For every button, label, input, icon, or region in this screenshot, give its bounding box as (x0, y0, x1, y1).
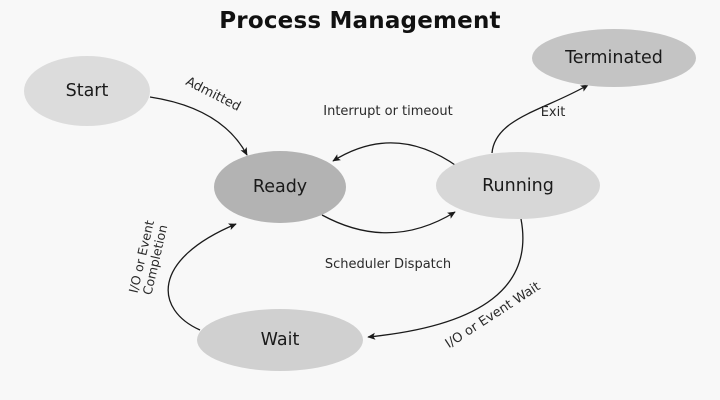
state-wait: Wait (197, 309, 363, 371)
arrow-interrupt-or-timeout (332, 142, 459, 168)
state-terminated-label: Terminated (565, 48, 663, 68)
state-start-label: Start (65, 81, 109, 101)
state-start: Start (24, 56, 150, 126)
arrow-io-or-event-completion (167, 223, 237, 331)
state-terminated: Terminated (532, 29, 696, 87)
state-wait-label: Wait (260, 330, 300, 350)
state-running-label: Running (482, 175, 554, 196)
diagram-title: Process Management (219, 8, 501, 34)
state-running: Running (436, 152, 600, 219)
state-ready: Ready (214, 151, 346, 223)
transition-label-interrupt-or-timeout: Interrupt or timeout (323, 104, 453, 119)
transition-label-scheduler-dispatch: Scheduler Dispatch (324, 257, 452, 272)
transition-label-admitted: Admitted (183, 74, 243, 115)
transition-label-exit: Exit (540, 105, 566, 120)
state-ready-label: Ready (252, 177, 308, 197)
transition-label-io-or-event-completion: I/O or Event Completion (121, 197, 176, 320)
arrow-scheduler-dispatch (321, 211, 456, 234)
transition-label-io-or-event-wait: I/O or Event Wait (442, 279, 544, 352)
